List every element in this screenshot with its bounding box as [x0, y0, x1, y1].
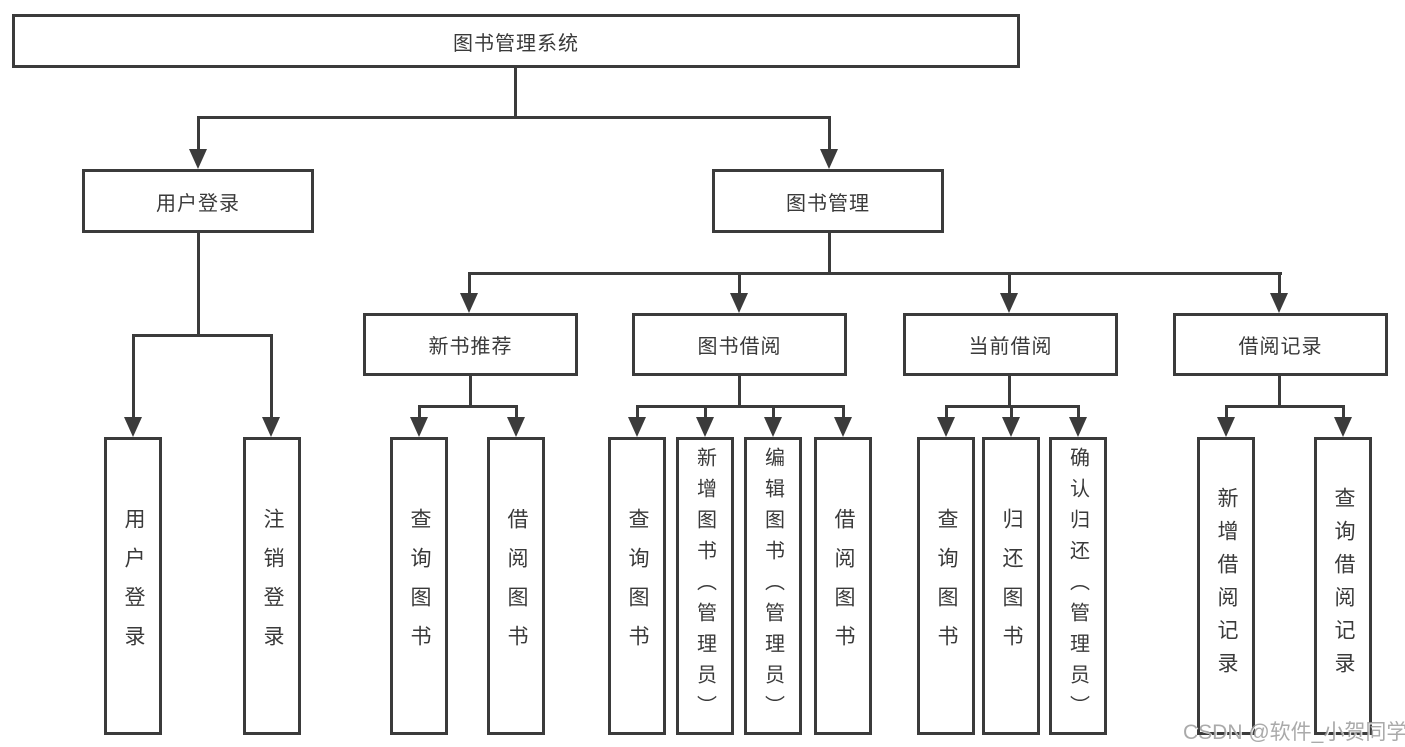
arrowhead-icon	[628, 417, 646, 437]
connector-line	[469, 376, 472, 407]
connector-line	[132, 334, 135, 419]
arrowhead-icon	[1217, 417, 1235, 437]
arrowhead-icon	[1002, 417, 1020, 437]
node-borrow-books-recommend: 借阅图书	[487, 437, 545, 735]
node-borrowing-records: 借阅记录	[1173, 313, 1388, 376]
node-label: 查询借阅记录	[1332, 487, 1355, 685]
csdn-watermark: CSDN @软件_小贺同学	[1183, 721, 1405, 744]
connector-line	[772, 405, 775, 419]
connector-line	[704, 405, 707, 419]
node-label: 归还图书	[1000, 508, 1023, 664]
node-label: 编辑图书（管理员）	[761, 446, 784, 726]
arrowhead-icon	[730, 293, 748, 313]
connector-line	[270, 334, 273, 419]
node-label: 新书推荐	[428, 336, 513, 358]
node-query-books-current: 查询图书	[917, 437, 975, 735]
node-label: 查询图书	[626, 508, 649, 664]
node-label: 用户登录	[156, 192, 240, 215]
connector-line	[1278, 376, 1281, 407]
connector-line	[828, 233, 831, 274]
node-confirm-return-admin: 确认归还（管理员）	[1049, 437, 1107, 735]
node-logout: 注销登录	[243, 437, 301, 735]
connector-line	[738, 376, 741, 407]
connector-line	[197, 116, 200, 152]
connector-line	[1278, 272, 1281, 295]
connector-line	[418, 405, 421, 419]
arrowhead-icon	[696, 417, 714, 437]
connector-line	[1077, 405, 1080, 419]
arrowhead-icon	[1000, 293, 1018, 313]
node-label: 借阅图书	[832, 508, 855, 664]
node-label: 图书管理系统	[453, 32, 579, 55]
node-library-management-system: 图书管理系统	[12, 14, 1020, 68]
arrowhead-icon	[937, 417, 955, 437]
connector-line	[515, 405, 518, 419]
connector-line	[468, 272, 471, 295]
connector-line	[1342, 405, 1345, 419]
node-label: 图书管理	[786, 192, 870, 215]
node-borrow-books: 借阅图书	[814, 437, 872, 735]
connector-line	[738, 272, 741, 295]
connector-line	[197, 233, 200, 336]
node-query-borrow-record: 查询借阅记录	[1314, 437, 1372, 735]
connector-line	[945, 405, 948, 419]
connector-line	[132, 334, 273, 337]
node-query-books-recommend: 查询图书	[390, 437, 448, 735]
node-label: 新增图书（管理员）	[693, 446, 716, 726]
node-edit-books-admin: 编辑图书（管理员）	[744, 437, 802, 735]
connector-line	[197, 116, 831, 119]
arrowhead-icon	[834, 417, 852, 437]
arrowhead-icon	[410, 417, 428, 437]
node-label: 当前借阅	[968, 336, 1053, 358]
connector-line	[636, 405, 845, 408]
connector-line	[1008, 272, 1011, 295]
node-new-book-recommendation: 新书推荐	[363, 313, 578, 376]
connector-line	[842, 405, 845, 419]
node-label: 新增借阅记录	[1215, 487, 1238, 685]
node-label: 图书借阅	[697, 336, 782, 358]
node-query-books-borrow: 查询图书	[608, 437, 666, 735]
connector-line	[418, 405, 518, 408]
arrowhead-icon	[189, 149, 207, 169]
node-label: 查询图书	[408, 508, 431, 664]
connector-line	[468, 272, 1282, 275]
arrowhead-icon	[1270, 293, 1288, 313]
node-label: 确认归还（管理员）	[1066, 446, 1089, 726]
connector-line	[636, 405, 639, 419]
node-add-borrow-record: 新增借阅记录	[1197, 437, 1255, 735]
arrowhead-icon	[1069, 417, 1087, 437]
node-user-login-action: 用户登录	[104, 437, 162, 735]
connector-line	[1225, 405, 1345, 408]
node-return-books: 归还图书	[982, 437, 1040, 735]
node-label: 借阅记录	[1238, 336, 1323, 358]
arrowhead-icon	[1334, 417, 1352, 437]
connector-line	[514, 68, 517, 118]
arrowhead-icon	[460, 293, 478, 313]
node-label: 用户登录	[122, 508, 145, 664]
node-label: 注销登录	[261, 508, 284, 664]
arrowhead-icon	[262, 417, 280, 437]
node-label: 借阅图书	[505, 508, 528, 664]
node-book-management: 图书管理	[712, 169, 944, 233]
connector-line	[1225, 405, 1228, 419]
connector-line	[1008, 376, 1011, 407]
node-label: 查询图书	[935, 508, 958, 664]
node-add-books-admin: 新增图书（管理员）	[676, 437, 734, 735]
arrowhead-icon	[820, 149, 838, 169]
node-user-login: 用户登录	[82, 169, 314, 233]
arrowhead-icon	[764, 417, 782, 437]
node-current-borrowing: 当前借阅	[903, 313, 1118, 376]
arrowhead-icon	[124, 417, 142, 437]
connector-line	[1010, 405, 1013, 419]
arrowhead-icon	[507, 417, 525, 437]
connector-line	[828, 116, 831, 152]
node-book-borrowing: 图书借阅	[632, 313, 847, 376]
